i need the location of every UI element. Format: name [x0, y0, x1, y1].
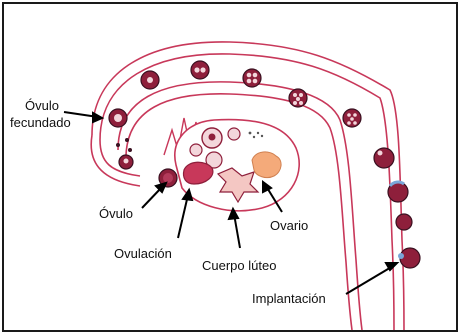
label-ovario: Ovario — [270, 218, 308, 233]
label-ovulo-fecundado-1: Óvulo — [25, 98, 59, 113]
label-ovulo-fecundado-2: fecundado — [10, 115, 71, 130]
label-implantacion: Implantación — [252, 291, 326, 306]
label-ovulacion: Ovulación — [114, 246, 172, 261]
label-ovulo: Óvulo — [99, 206, 133, 221]
label-cuerpo-luteo: Cuerpo lúteo — [202, 258, 276, 273]
fertilized-ovum — [109, 109, 133, 169]
